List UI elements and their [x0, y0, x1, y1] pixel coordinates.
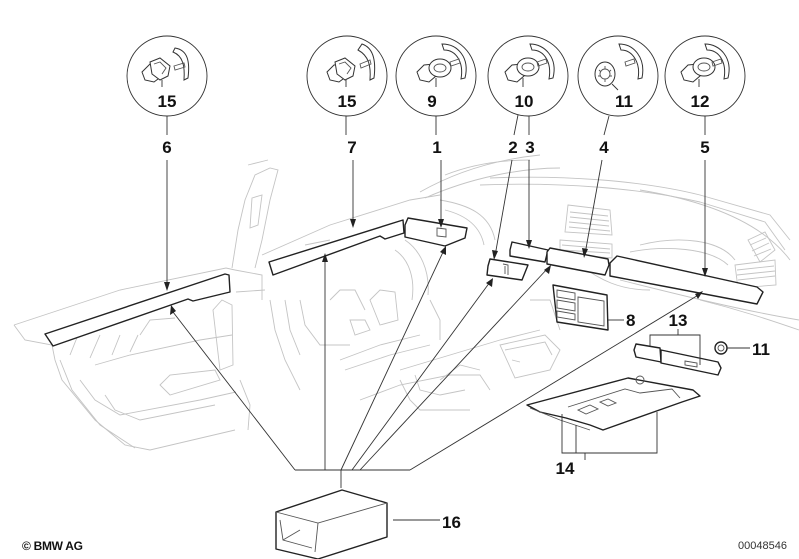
part-leaders	[164, 159, 750, 521]
diagram-number: 00048546	[738, 540, 787, 552]
circle-leaders	[166, 114, 706, 136]
callout-6[interactable]: 6	[162, 138, 171, 157]
copyright-text: © BMW AG	[22, 539, 83, 553]
car-interior-background	[13, 154, 799, 451]
callout-1[interactable]: 1	[432, 138, 441, 157]
part-13-glovebox-trims[interactable]	[633, 343, 722, 376]
parts	[44, 217, 764, 559]
callout-8[interactable]: 8	[626, 311, 635, 330]
detail-label: 11	[615, 92, 633, 111]
part-16-box[interactable]	[275, 489, 388, 559]
detail-label: 10	[515, 92, 534, 111]
callout-11[interactable]: 11	[752, 340, 770, 359]
callout-4[interactable]: 4	[599, 138, 609, 157]
detail-circle-15b[interactable]: 15	[306, 35, 388, 117]
part-5-dash-trim-right[interactable]	[609, 255, 764, 305]
detail-circle-15a[interactable]: 15	[126, 35, 208, 117]
callout-3[interactable]: 3	[525, 138, 534, 157]
detail-circle-11[interactable]: 11	[577, 35, 659, 117]
callout-16[interactable]: 16	[442, 513, 461, 532]
detail-circle-12[interactable]: 12	[664, 35, 746, 117]
detail-label: 15	[158, 92, 177, 111]
part-14-glovebox-lid[interactable]	[526, 375, 701, 431]
detail-label: 15	[338, 92, 357, 111]
detail-circle-10[interactable]: 10	[487, 35, 569, 117]
detail-label: 9	[427, 92, 436, 111]
part-11-star-nut[interactable]	[714, 341, 728, 355]
part-1-door-trim-right[interactable]	[404, 217, 468, 247]
callout-13[interactable]: 13	[669, 311, 688, 330]
callout-labels: 6 7 1 2 3 4 5 8 13 11 14 16	[162, 138, 770, 532]
callout-5[interactable]: 5	[700, 138, 709, 157]
detail-circles: 15 15 9	[126, 35, 746, 117]
part-6-rear-door-trim[interactable]	[44, 273, 231, 347]
callout-14[interactable]: 14	[556, 459, 575, 478]
part-8-console-panel[interactable]	[552, 284, 609, 331]
part-2-console-trim[interactable]	[486, 258, 529, 281]
callout-2[interactable]: 2	[508, 138, 517, 157]
part-7-front-door-trim[interactable]	[268, 219, 405, 276]
callout-7[interactable]: 7	[347, 138, 356, 157]
part-4-dash-trim-center[interactable]	[546, 247, 610, 276]
detail-label: 12	[691, 92, 710, 111]
detail-circle-9[interactable]: 9	[395, 35, 477, 117]
